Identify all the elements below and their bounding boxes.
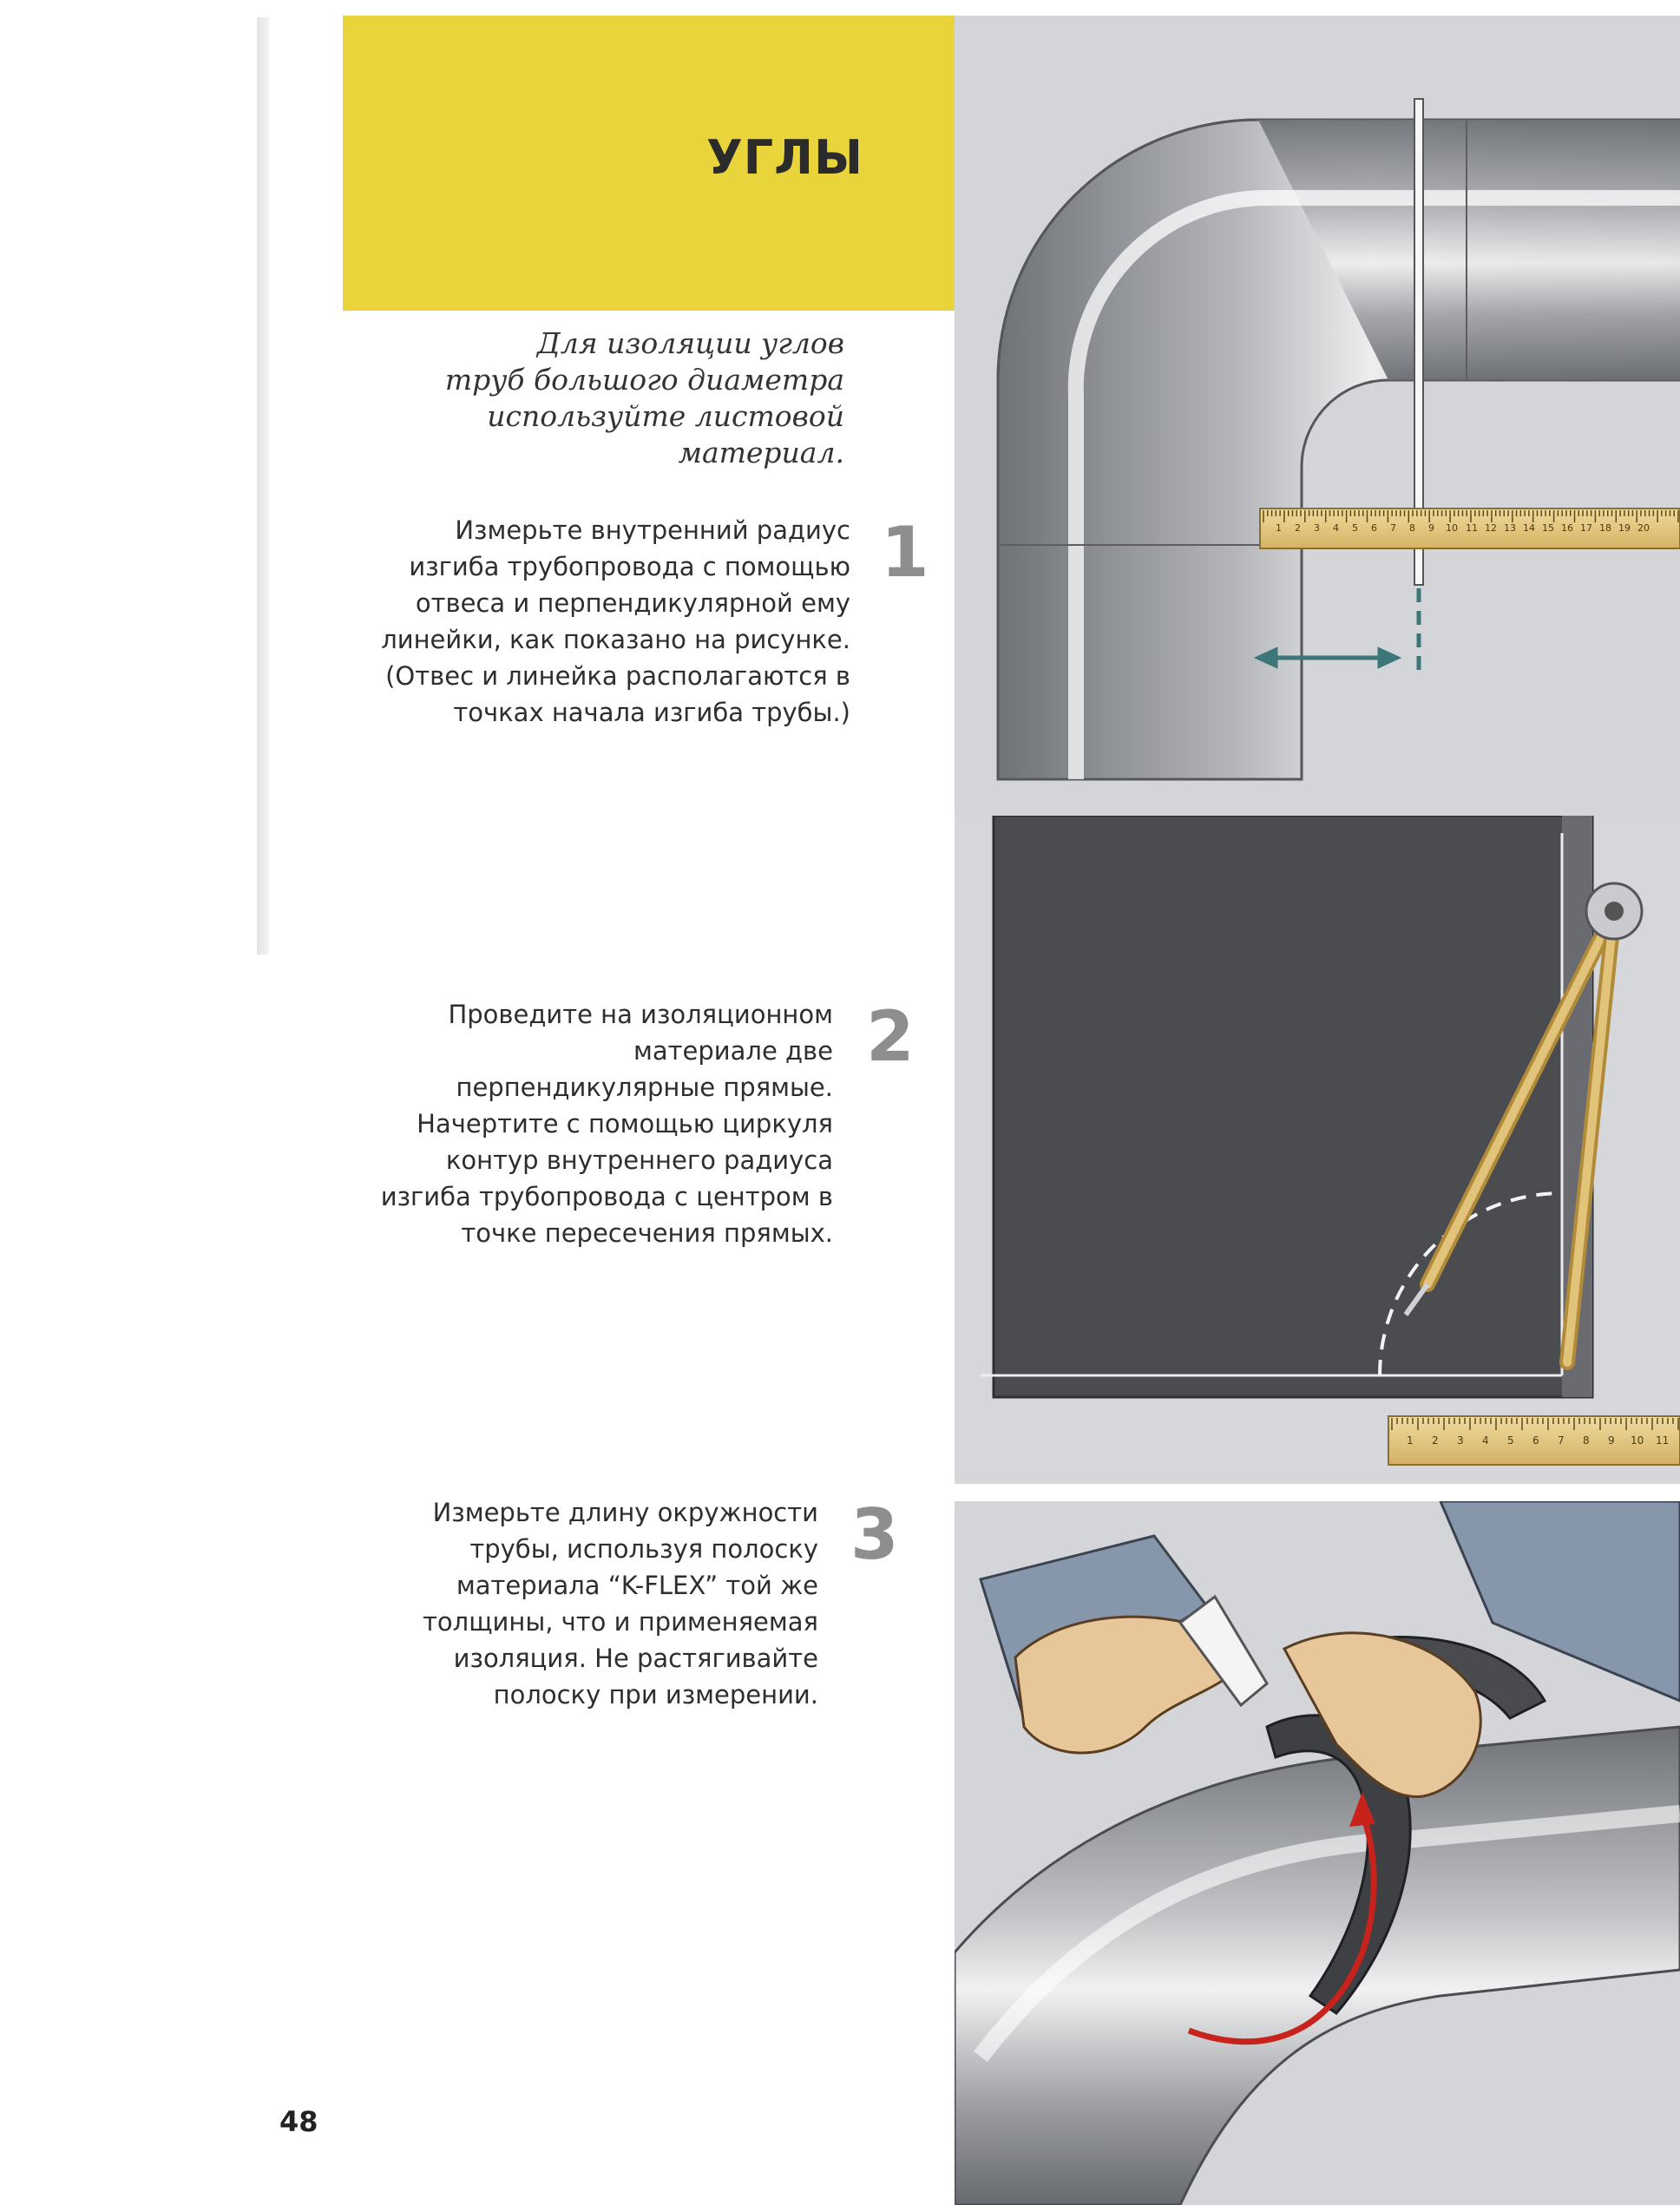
left-hand [1014, 1615, 1243, 1755]
ruler-tick-labels: 1 2 3 4 5 6 7 8 9 10 11 [1407, 1434, 1669, 1447]
illustration-step-2: 1 2 3 4 5 6 7 8 9 10 11 [955, 816, 1680, 1484]
step-line: материале две [633, 1036, 833, 1066]
intro-line: Для изоляции углов [536, 326, 844, 360]
ruler-tick-label: 11 [1656, 1434, 1669, 1447]
step-line: изоляция. Не растягивайте [453, 1644, 818, 1673]
ruler-tick-label: 4 [1482, 1434, 1489, 1447]
step-2-number: 2 [866, 996, 915, 1077]
ruler-tick-marks [1263, 510, 1679, 522]
ruler-tick-label: 5 [1352, 522, 1358, 534]
intro-text: Для изоляции углов труб большого диаметр… [343, 325, 844, 471]
plumb-bob-line [1414, 98, 1424, 586]
radius-measure-arrow-icon [1253, 646, 1402, 669]
step-2-text: Проведите на изоляционном материале две … [343, 996, 833, 1251]
intro-line: используйте листовой материал. [487, 399, 844, 469]
ruler-tick-label: 15 [1542, 522, 1554, 534]
ruler-tick-label: 10 [1631, 1434, 1644, 1447]
compass-sheet-illustration: 1 2 3 4 5 6 7 8 9 10 11 [955, 816, 1680, 1484]
step-line: отвеса и перпендикулярной ему [415, 588, 850, 618]
ruler-tick-label: 3 [1457, 1434, 1464, 1447]
ruler-tick-label: 2 [1432, 1434, 1439, 1447]
page-title: УГЛЫ [706, 130, 863, 185]
ruler-tick-label: 4 [1333, 522, 1339, 534]
ruler-tick-label: 1 [1407, 1434, 1414, 1447]
ruler-tick-labels: 1 2 3 4 5 6 7 8 9 10 11 12 13 14 15 16 1… [1276, 522, 1650, 534]
ruler-tick-label: 11 [1466, 522, 1478, 534]
step-line: точках начала изгиба трубы.) [453, 698, 850, 727]
step-line: контур внутреннего радиуса [445, 1145, 833, 1175]
ruler-tick-label: 17 [1580, 522, 1592, 534]
step-line: изгиба трубопровода с центром в [380, 1182, 833, 1211]
ruler-tick-label: 19 [1618, 522, 1631, 534]
header-band [343, 16, 955, 311]
illustration-step-1: 1 2 3 4 5 6 7 8 9 10 11 12 13 14 15 16 1… [955, 16, 1680, 849]
ruler-tick-label: 13 [1504, 522, 1516, 534]
step-line: материала “K-FLEX” той же [456, 1571, 818, 1600]
step-line: толщины, что и применяемая [423, 1607, 818, 1637]
circumference-illustration [955, 1501, 1680, 2205]
intro-line: труб большого диаметра [444, 363, 844, 397]
step-line: Проведите на изоляционном [448, 1000, 833, 1029]
step-3-number: 3 [850, 1494, 899, 1575]
ruler [1388, 1415, 1680, 1466]
ruler-tick-label: 8 [1409, 522, 1415, 534]
ruler-tick-label: 10 [1446, 522, 1458, 534]
ruler-tick-label: 9 [1428, 522, 1434, 534]
pipe [955, 1725, 1680, 2205]
step-line: Измерьте внутренний радиус [455, 515, 850, 545]
step-line: линейки, как показано на рисунке. [381, 625, 850, 654]
right-hand [1282, 1631, 1482, 1798]
ruler-tick-label: 2 [1295, 522, 1301, 534]
ruler-tick-label: 20 [1637, 522, 1650, 534]
step-1-text: Измерьте внутренний радиус изгиба трубоп… [343, 512, 850, 731]
step-line: Измерьте длину окружности [432, 1498, 818, 1527]
ruler-tick-label: 6 [1371, 522, 1377, 534]
ruler-tick-label: 7 [1390, 522, 1396, 534]
step-line: точке пересечения прямых. [461, 1218, 833, 1248]
ruler-tick-label: 3 [1314, 522, 1320, 534]
step-line: перпендикулярные прямые. [456, 1073, 833, 1102]
ruler-tick-label: 16 [1561, 522, 1573, 534]
marker-pen-icon [1178, 1594, 1269, 1708]
ruler-tick-label: 5 [1507, 1434, 1514, 1447]
step-line: полоску при измерении. [493, 1680, 818, 1710]
scan-edge-shadow [257, 17, 269, 955]
ruler-tick-label: 8 [1583, 1434, 1590, 1447]
ruler-tick-label: 6 [1532, 1434, 1539, 1447]
step-line: Начертите с помощью циркуля [417, 1109, 833, 1139]
compass-icon [1403, 882, 1644, 1370]
insulation-sheet [992, 816, 1594, 1399]
ruler-tick-label: 14 [1523, 522, 1535, 534]
page-number: 48 [279, 2105, 318, 2138]
ruler-tick-marks [1391, 1418, 1679, 1430]
step-line: (Отвес и линейка располагаются в [385, 661, 850, 691]
step-line: изгиба трубопровода с помощью [409, 552, 850, 581]
ruler-tick-label: 7 [1558, 1434, 1565, 1447]
illustration-step-3 [955, 1501, 1680, 2205]
step-line: трубы, используя полоску [469, 1534, 818, 1564]
step-3-text: Измерьте длину окружности трубы, использ… [343, 1494, 818, 1713]
ruler-tick-label: 12 [1485, 522, 1497, 534]
ruler-tick-label: 18 [1599, 522, 1611, 534]
circumference-arrow-icon [1187, 1792, 1377, 2045]
ruler-tick-label: 1 [1276, 522, 1282, 534]
sleeve-right [1439, 1501, 1680, 1703]
step-1-number: 1 [881, 512, 929, 593]
radius-arc [1378, 1191, 1563, 1376]
ruler-tick-label: 9 [1608, 1434, 1615, 1447]
pipe-bend-illustration: 1 2 3 4 5 6 7 8 9 10 11 12 13 14 15 16 1… [955, 16, 1680, 849]
